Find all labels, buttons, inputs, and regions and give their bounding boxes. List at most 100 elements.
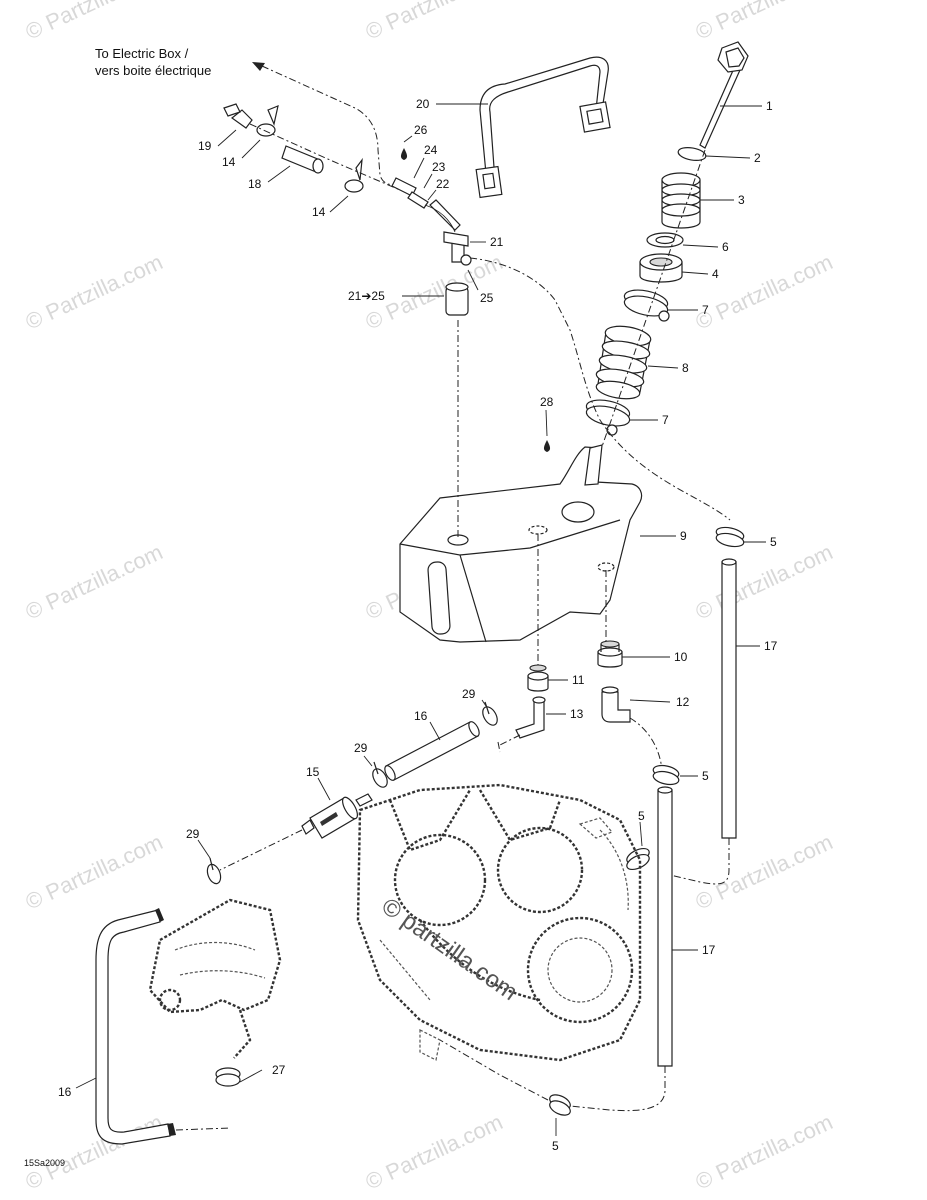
callout-18: 18	[248, 177, 262, 191]
callout-10: 10	[674, 650, 688, 664]
electric-box-note-line2: vers boite électrique	[95, 63, 211, 78]
clamp-5-upper	[715, 526, 745, 548]
fuel-pump-ghost	[148, 898, 282, 1059]
callout-16-lower: 16	[58, 1085, 72, 1099]
callout-16-upper: 16	[414, 709, 428, 723]
callout-29-left: 29	[186, 827, 200, 841]
engine-ghost	[356, 783, 642, 1062]
callout-7-upper: 7	[702, 303, 709, 317]
callout-4: 4	[712, 267, 719, 281]
filler-neck	[661, 172, 701, 229]
watermark: © Partzilla.com	[22, 829, 167, 914]
hose-17-lower	[657, 786, 673, 1067]
hose-17-upper-return	[669, 838, 730, 885]
leader-lines	[75, 103, 766, 1136]
callout-5-engine: 5	[638, 809, 645, 823]
callout-24: 24	[424, 143, 438, 157]
engine-return-line	[439, 1039, 549, 1101]
watermark: © Partzilla.com	[692, 829, 837, 914]
callout-29-top: 29	[462, 687, 476, 701]
grommet-10	[597, 640, 623, 668]
watermark: © Partzilla.com	[692, 249, 837, 334]
watermark: © Partzilla.com	[692, 0, 837, 45]
callout-13: 13	[570, 707, 584, 721]
callout-labels: 1 2 3 6 4 7 8 7 9 5 10 11 12 13 17 5 5 1…	[58, 97, 778, 1153]
bellows-hose	[595, 325, 652, 400]
washer-hole	[655, 235, 675, 245]
vent-line	[469, 257, 731, 521]
callout-6: 6	[722, 240, 729, 254]
sensor-assembly	[391, 148, 472, 316]
callout-25: 25	[480, 291, 494, 305]
watermark: © Partzilla.com	[362, 0, 507, 45]
elbow-fitting-13	[515, 696, 546, 739]
dipstick	[699, 41, 749, 149]
vent-fitting-axis	[249, 123, 401, 191]
hose-17-upper	[721, 558, 737, 839]
callout-9: 9	[680, 529, 687, 543]
callout-12: 12	[676, 695, 690, 709]
oil-drop-icon	[543, 440, 551, 452]
callout-11: 11	[572, 673, 585, 687]
callout-8: 8	[682, 361, 689, 375]
o-ring	[677, 147, 707, 161]
hose-16-line	[497, 741, 501, 753]
callout-26: 26	[414, 123, 428, 137]
callout-27: 27	[272, 1063, 286, 1077]
hose-16-upper	[384, 721, 480, 781]
callout-21: 21	[490, 235, 504, 249]
oil-tank	[399, 444, 643, 643]
callout-19: 19	[198, 139, 212, 153]
elbow-fitting-12	[601, 686, 631, 723]
watermark: © Partzilla.com	[692, 539, 837, 624]
callout-5-bottom: 5	[552, 1139, 559, 1153]
watermark: © Partzilla.com	[22, 0, 167, 45]
clip-29-left	[206, 857, 222, 885]
vent-fitting	[223, 103, 364, 193]
clip-29-top	[482, 701, 498, 726]
callout-21-25: 21➔25	[348, 289, 385, 303]
clamp-5-mid	[652, 764, 680, 786]
watermark: © Partzilla.com	[692, 1109, 837, 1194]
nut	[639, 253, 683, 283]
electric-box-arrow	[252, 62, 396, 185]
clamp-5-bottom	[549, 1094, 571, 1116]
callout-17-upper: 17	[764, 639, 778, 653]
watermark: © Partzilla.com	[22, 249, 167, 334]
callout-3: 3	[738, 193, 745, 207]
hose-16-lower-line	[175, 1127, 231, 1131]
fitting-12-line	[629, 717, 663, 771]
callout-14-upper: 14	[222, 155, 236, 169]
callout-20: 20	[416, 97, 430, 111]
clamp-5-engine	[626, 847, 650, 871]
callout-22: 22	[436, 177, 450, 191]
callout-5-mid: 5	[702, 769, 709, 783]
tank-strap	[475, 56, 611, 199]
electric-box-note-line1: To Electric Box /	[95, 46, 189, 61]
watermark: © Partzilla.com	[22, 1109, 167, 1194]
hose-16-lower	[95, 908, 176, 1145]
fuel-filter	[301, 793, 373, 839]
callout-5-upper: 5	[770, 535, 777, 549]
clip-29-mid	[372, 761, 388, 788]
callout-28: 28	[540, 395, 554, 409]
callout-29-mid: 29	[354, 741, 368, 755]
drawing-code: 15Sa2009	[24, 1158, 65, 1168]
callout-1: 1	[766, 99, 773, 113]
watermark-center: © partzilla.com	[377, 893, 523, 1006]
fitting-13-axis	[499, 734, 521, 746]
watermark: © Partzilla.com	[362, 1109, 507, 1194]
clamp-27	[215, 1067, 241, 1087]
callout-17-lower: 17	[702, 943, 716, 957]
sensor-wire	[424, 204, 456, 233]
grommet-11	[527, 664, 549, 692]
callout-14-lower: 14	[312, 205, 326, 219]
callout-7-lower: 7	[662, 413, 669, 427]
hose-17-lower-return	[569, 1066, 666, 1112]
callout-2: 2	[754, 151, 761, 165]
filter-inlet-line	[219, 829, 303, 871]
clamp-upper	[623, 289, 670, 322]
callout-15: 15	[306, 765, 320, 779]
watermark: © Partzilla.com	[22, 539, 167, 624]
